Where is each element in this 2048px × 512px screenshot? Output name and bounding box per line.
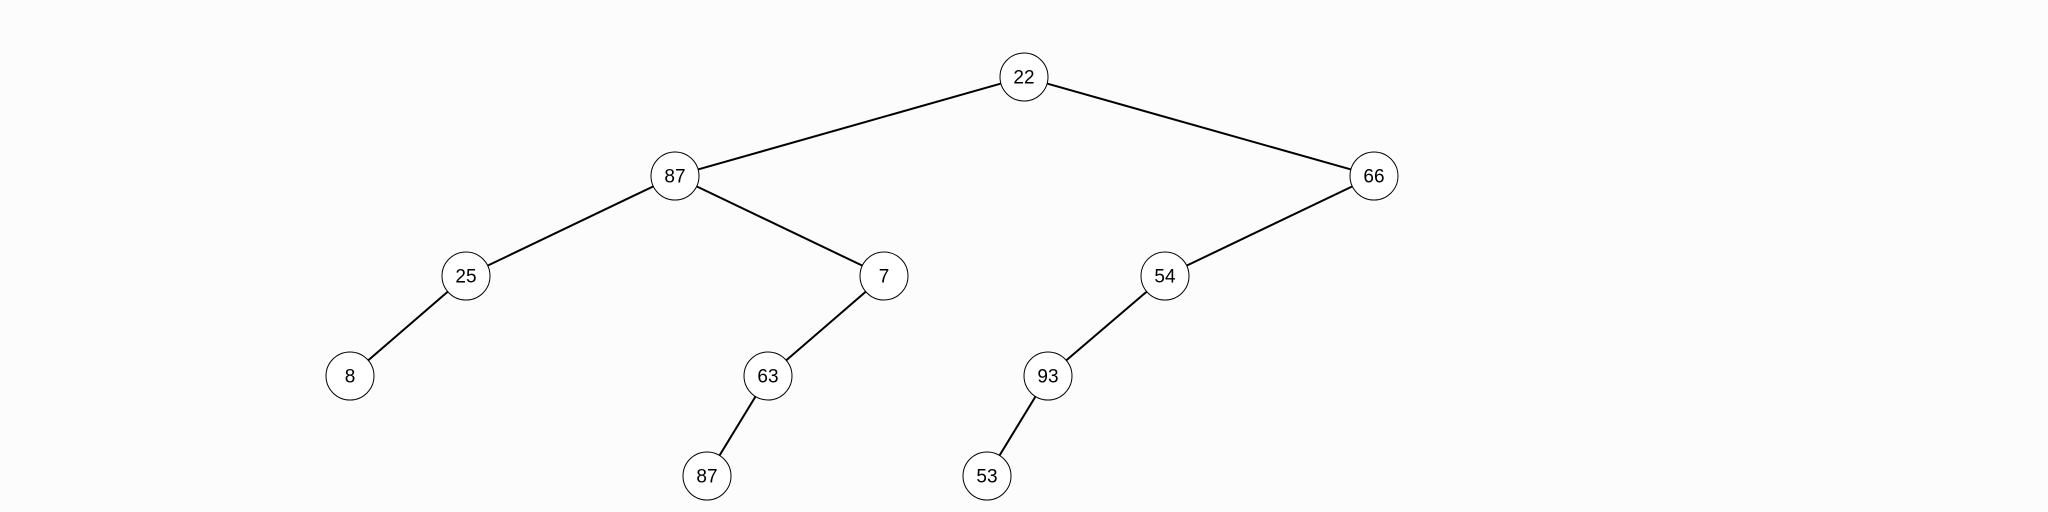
tree-edges: [367, 82, 1353, 457]
node-label: 63: [757, 367, 778, 388]
tree-edge-66-to-54: [1186, 185, 1353, 267]
node-circle: [325, 351, 375, 401]
tree-edge-25-to-8: [367, 290, 449, 362]
node-label: 25: [455, 267, 476, 288]
tree-edge-7-to-63: [785, 290, 867, 362]
node-circle: [650, 151, 700, 201]
node-circle: [999, 52, 1049, 102]
node-circle: [743, 351, 793, 401]
node-label: 87: [664, 167, 685, 188]
tree-edge-93-to-53: [998, 395, 1037, 457]
tree-edge-87-to-7: [696, 185, 863, 267]
node-label: 93: [1037, 367, 1058, 388]
tree-edge-54-to-93: [1065, 290, 1148, 362]
tree-node-66: 66: [1349, 151, 1399, 201]
tree-node-93: 93: [1023, 351, 1073, 401]
tree-node-87: 87: [650, 151, 700, 201]
tree-edge-87-to-25: [487, 185, 654, 267]
tree-node-25: 25: [441, 251, 491, 301]
tree-edge-22-to-87: [697, 82, 1002, 171]
node-circle: [1349, 151, 1399, 201]
tree-node-7: 7: [859, 251, 909, 301]
node-circle: [859, 251, 909, 301]
node-circle: [1140, 251, 1190, 301]
node-label: 87: [696, 467, 717, 488]
node-label: 53: [976, 467, 997, 488]
tree-node-22: 22: [999, 52, 1049, 102]
tree-node-63: 63: [743, 351, 793, 401]
tree-edge-22-to-66: [1046, 82, 1352, 171]
node-circle: [1023, 351, 1073, 401]
node-circle: [962, 451, 1012, 501]
tree-node-54: 54: [1140, 251, 1190, 301]
node-label: 7: [879, 267, 890, 288]
node-circle: [441, 251, 491, 301]
node-label: 22: [1013, 68, 1034, 89]
tree-node-87: 87: [682, 451, 732, 501]
tree-edge-63-to-87: [718, 395, 757, 457]
node-circle: [682, 451, 732, 501]
node-label: 8: [345, 367, 356, 388]
tree-node-53: 53: [962, 451, 1012, 501]
node-label: 66: [1363, 167, 1384, 188]
tree-nodes: 22 87 66 25 7 54 8 63 93 87 53: [325, 52, 1399, 501]
tree-node-8: 8: [325, 351, 375, 401]
node-label: 54: [1154, 267, 1176, 288]
